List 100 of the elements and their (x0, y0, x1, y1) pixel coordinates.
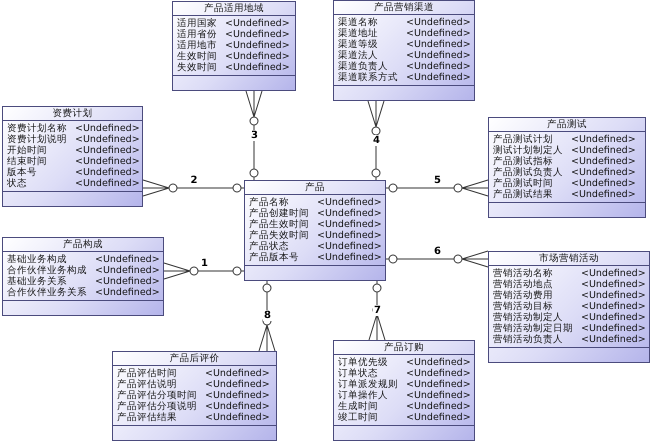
attribute-type: <Undefined> (406, 61, 471, 72)
attribute-name: 生成时间 (338, 401, 379, 412)
attribute-type: <Undefined> (205, 368, 271, 379)
attribute-type: <Undefined> (95, 254, 160, 265)
attribute-type: <Undefined> (317, 208, 382, 219)
attribute-type: <Undefined> (406, 39, 471, 50)
relationship-line (246, 90, 262, 180)
attribute-name: 渠道负责人 (338, 61, 389, 72)
attribute-name: 产品评估分项时间 (117, 390, 197, 401)
attribute-type: <Undefined> (406, 17, 471, 28)
relationship-line (142, 180, 244, 196)
attribute-name: 营销活动目标 (493, 301, 554, 312)
entity-box (333, 340, 475, 441)
attribute-name: 产品测试计划 (493, 134, 554, 145)
attribute-name: 产品名称 (249, 197, 290, 208)
edge-label: 2 (190, 175, 198, 186)
entity-title: 产品订购 (334, 341, 474, 355)
relationship-line (368, 280, 386, 340)
relationship-line (368, 100, 384, 180)
edge-label: 3 (250, 130, 259, 140)
attribute-name: 营销活动制定人 (493, 312, 564, 323)
attribute-type: <Undefined> (75, 178, 140, 189)
attribute-type: <Undefined> (571, 167, 637, 178)
attribute-name: 适用国家 (177, 18, 217, 29)
entity-box (2, 106, 143, 207)
attribute-name: 渠道地址 (338, 28, 379, 39)
attribute-type: <Undefined> (581, 268, 646, 279)
attribute-type: <Undefined> (317, 219, 382, 230)
attribute-type: <Undefined> (581, 323, 646, 334)
attribute-type: <Undefined> (225, 51, 291, 62)
entity-title: 市场营销活动 (489, 252, 649, 266)
attribute-name: 产品状态 (249, 241, 290, 252)
entity-box (244, 180, 386, 281)
entity-box (488, 251, 650, 363)
attribute-name: 渠道法人 (338, 50, 379, 61)
edge-label: 5 (433, 175, 442, 186)
attribute-name: 状态 (7, 178, 28, 189)
edge-label: 8 (263, 310, 272, 321)
attribute-name: 产品评估结果 (117, 412, 178, 423)
attribute-type: <Undefined> (406, 357, 471, 368)
attribute-type: <Undefined> (225, 18, 291, 29)
attribute-name: 产品测试指标 (493, 156, 554, 167)
entity-title: 产品测试 (489, 118, 645, 132)
entity-title: 产品营销渠道 (334, 1, 474, 15)
attribute-name: 产品创建时间 (249, 208, 309, 219)
entity-box (112, 351, 277, 441)
attribute-type: <Undefined> (225, 62, 291, 73)
attribute-name: 产品版本号 (249, 252, 300, 263)
relationship-line (258, 280, 276, 352)
attribute-type: <Undefined> (581, 334, 646, 345)
attribute-name: 竣工时间 (338, 412, 379, 423)
entity-box (2, 237, 164, 316)
attribute-name: 订单派发规则 (338, 379, 398, 390)
attribute-name: 基础业务构成 (7, 254, 68, 265)
attribute-name: 适用地市 (177, 40, 217, 51)
attribute-name: 渠道等级 (338, 39, 379, 50)
attribute-type: <Undefined> (225, 29, 291, 40)
attribute-name: 渠道名称 (338, 17, 379, 28)
attribute-type: <Undefined> (75, 134, 140, 145)
attribute-name: 测试计划制定人 (493, 145, 563, 156)
attribute-type: <Undefined> (581, 312, 646, 323)
attribute-type: <Undefined> (571, 156, 637, 167)
relationship-line (386, 180, 488, 196)
attribute-name: 开始时间 (7, 145, 48, 156)
attribute-name: 产品测试时间 (493, 178, 554, 189)
attribute-type: <Undefined> (95, 265, 160, 276)
attribute-type: <Undefined> (205, 401, 271, 412)
attribute-type: <Undefined> (95, 276, 160, 287)
entity-title: 产品 (245, 181, 385, 195)
attribute-type: <Undefined> (406, 390, 471, 401)
attribute-type: <Undefined> (571, 145, 637, 156)
attribute-name: 营销活动地点 (493, 279, 554, 290)
relationship-line (386, 250, 488, 268)
attribute-name: 渠道联系方式 (338, 72, 398, 83)
attribute-type: <Undefined> (406, 72, 471, 83)
edge-label: 4 (372, 134, 381, 146)
attribute-type: <Undefined> (317, 241, 382, 252)
attribute-name: 适用省份 (177, 29, 217, 40)
attribute-type: <Undefined> (75, 123, 140, 134)
attribute-type: <Undefined> (75, 167, 140, 178)
attribute-type: <Undefined> (406, 401, 471, 412)
edge-label: 6 (433, 246, 442, 257)
attribute-name: 产品测试结果 (493, 189, 554, 200)
attribute-name: 资费计划说明 (7, 134, 67, 145)
entity-box (333, 0, 475, 101)
attribute-name: 合作伙伴业务关系 (7, 287, 87, 298)
entity-title: 产品后评价 (113, 352, 276, 366)
edge-label: 7 (373, 304, 382, 316)
attribute-name: 订单操作人 (338, 390, 389, 401)
attribute-name: 营销活动费用 (493, 290, 554, 301)
entity-title: 资费计划 (3, 107, 142, 121)
attribute-type: <Undefined> (75, 145, 140, 156)
attribute-type: <Undefined> (317, 230, 382, 241)
attribute-name: 结束时间 (7, 156, 48, 167)
attribute-name: 合作伙伴业务构成 (7, 265, 87, 276)
attribute-name: 营销活动名称 (493, 268, 554, 279)
attribute-name: 基础业务关系 (7, 276, 68, 287)
attribute-type: <Undefined> (406, 28, 471, 39)
attribute-type: <Undefined> (406, 379, 471, 390)
attribute-type: <Undefined> (95, 287, 160, 298)
